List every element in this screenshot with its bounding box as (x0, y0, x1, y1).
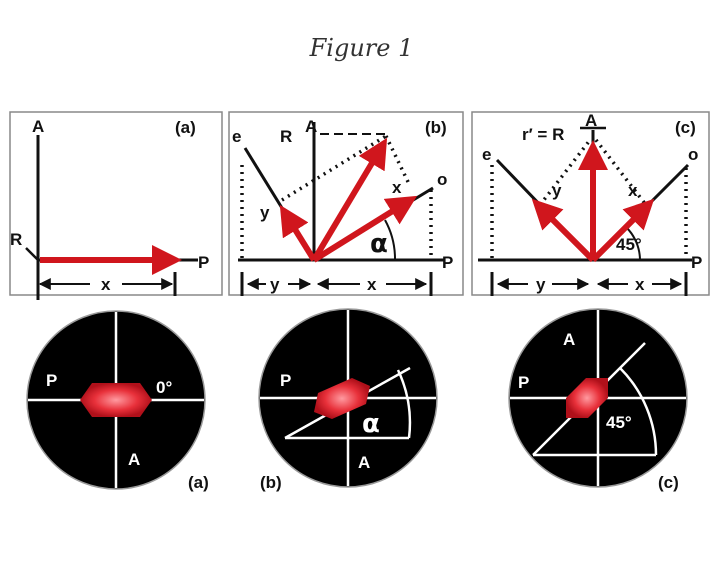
label-o: o (688, 145, 698, 164)
panel-c-tag: (c) (675, 118, 696, 137)
micro-label-A: A (128, 450, 140, 469)
micro-angle: 0° (156, 378, 172, 397)
crystal (314, 378, 370, 419)
micrograph-a: P 0° A (a) (26, 310, 209, 492)
label-y-dim: y (270, 275, 280, 294)
micro-label-A: A (563, 330, 575, 349)
label-A: A (305, 117, 317, 136)
label-P: P (198, 253, 209, 272)
micro-label-P: P (46, 371, 57, 390)
label-o: o (437, 170, 447, 189)
label-y-dim: y (536, 275, 546, 294)
label-P: P (691, 253, 702, 272)
crystal (80, 383, 152, 417)
micro-angle: α (362, 409, 380, 439)
micro-angle: 45° (606, 413, 632, 432)
label-R: R (10, 230, 22, 249)
label-y: y (552, 181, 562, 200)
label-x: x (101, 275, 111, 294)
panel-b-tag: (b) (425, 118, 447, 137)
label-e: e (482, 145, 491, 164)
micro-tag: (c) (658, 473, 679, 492)
label-A: A (585, 111, 597, 130)
angle-alpha: α (370, 229, 388, 259)
label-x: x (392, 178, 402, 197)
label-y: y (260, 203, 270, 222)
micro-tag: (a) (188, 473, 209, 492)
label-r-eq: r′ = R (522, 125, 564, 144)
micrograph-c: A P 45° (c) (508, 308, 688, 492)
micro-label-A: A (358, 453, 370, 472)
label-x: x (628, 181, 638, 200)
micro-label-P: P (518, 373, 529, 392)
figure-title: Figure 1 (309, 34, 414, 62)
label-e: e (232, 127, 241, 146)
label-A: A (32, 117, 44, 136)
micro-label-P: P (280, 371, 291, 390)
micrograph-b: P α A (b) (258, 308, 438, 492)
label-R: R (280, 127, 292, 146)
micro-tag: (b) (260, 473, 282, 492)
label-x-dim: x (635, 275, 645, 294)
panel-c-diagram: A r′ = R e o x y P 45° y x (c) (471, 111, 710, 296)
label-P: P (442, 253, 453, 272)
label-x-dim: x (367, 275, 377, 294)
panel-a-diagram: A R P x (a) (9, 111, 223, 300)
angle-45: 45° (616, 235, 642, 254)
crystal (566, 378, 608, 418)
panel-b-diagram: A R e o x y P α y x (b) (228, 111, 464, 296)
panel-a-tag: (a) (175, 118, 196, 137)
